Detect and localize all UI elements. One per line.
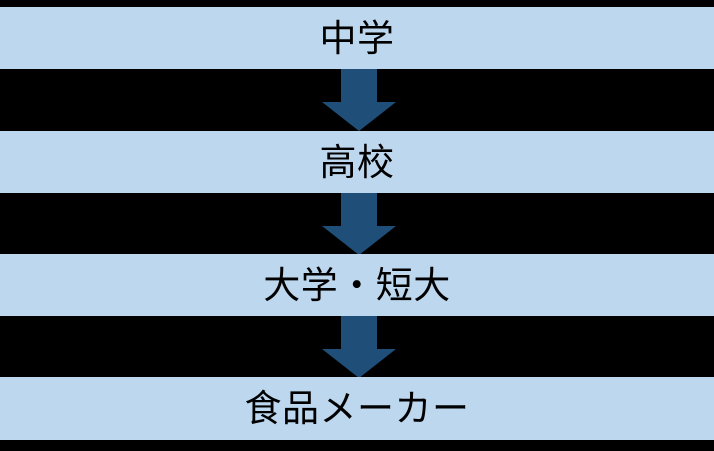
flow-stage-label-2: 高校 xyxy=(319,140,395,184)
flow-stage-label-3: 大学・短大 xyxy=(263,263,451,307)
arrow-down-icon xyxy=(322,316,396,378)
flow-stage-band-3: 大学・短大 xyxy=(0,254,714,316)
arrow-down-icon xyxy=(322,69,396,131)
flow-stage-label-1: 中学 xyxy=(319,16,395,60)
flow-stage-band-1: 中学 xyxy=(0,7,714,69)
flow-stage-band-4: 食品メーカー xyxy=(0,377,714,440)
flow-stage-label-4: 食品メーカー xyxy=(244,387,470,430)
flow-stage-band-2: 高校 xyxy=(0,131,714,193)
arrow-down-icon xyxy=(322,193,396,255)
